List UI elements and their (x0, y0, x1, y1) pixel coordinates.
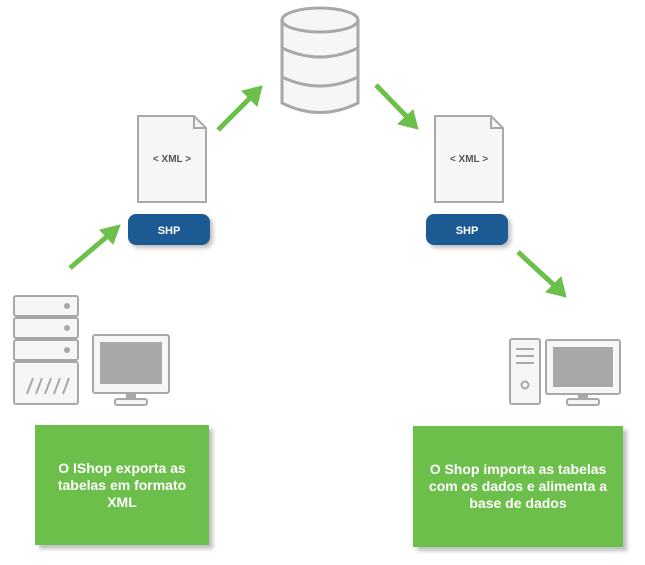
database-icon (280, 6, 360, 114)
pc-tower-icon (509, 338, 541, 405)
doc-label-right: < XML > (450, 154, 488, 165)
caption-box-import: O Shop importa as tabelas com os dados e… (413, 426, 623, 547)
caption-box-export: O IShop exporta as tabelas em formato XM… (35, 425, 209, 545)
server-icon (13, 295, 79, 405)
shp-badge-left: SHP (128, 214, 210, 245)
shp-badge-label-right: SHP (456, 225, 479, 237)
monitor-icon-right (545, 339, 621, 406)
caption-import-text: O Shop importa as tabelas com os dados e… (428, 461, 608, 511)
caption-export-text: O IShop exporta as tabelas em formato XM… (57, 459, 187, 510)
arrow-up-right-upper (216, 85, 263, 132)
xml-document-icon-left: < XML > (137, 115, 207, 203)
arrow-down-right-upper (374, 83, 419, 130)
monitor-icon-left (92, 334, 170, 406)
arrow-down-right-lower (516, 250, 567, 298)
xml-document-icon-right: < XML > (434, 115, 504, 203)
shp-badge-right: SHP (426, 214, 508, 245)
shp-badge-label-left: SHP (158, 225, 181, 237)
arrow-up-right-lower (68, 224, 121, 270)
doc-label-left: < XML > (153, 154, 191, 165)
